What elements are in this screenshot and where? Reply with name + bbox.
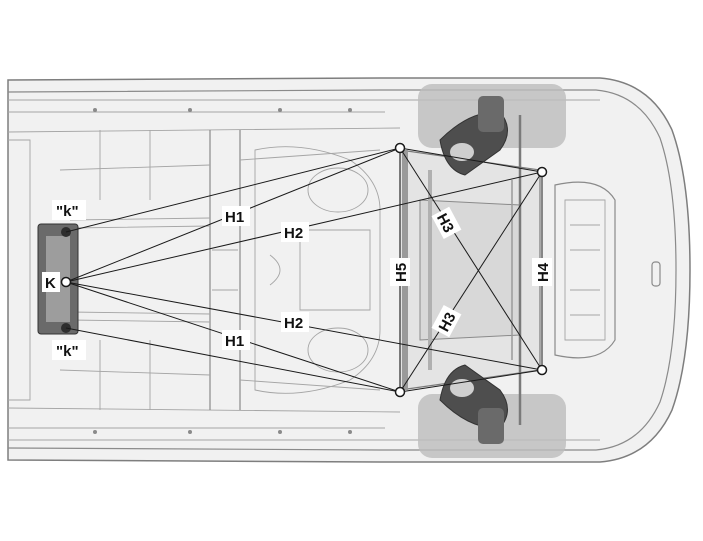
label-h4: H4 — [535, 262, 552, 282]
point-front-left — [394, 142, 406, 154]
label-k-bottom: "k" — [56, 343, 79, 360]
vehicle-body — [7, 77, 691, 463]
label-h2-top: H2 — [284, 225, 303, 242]
point-k — [60, 276, 72, 288]
label-h5: H5 — [393, 263, 410, 282]
rear-bottom-line — [399, 369, 543, 393]
point-front-right — [394, 386, 406, 398]
label-h1-top: H1 — [225, 209, 244, 226]
label-h2-bottom: H2 — [284, 315, 303, 332]
h3-diag-1 — [399, 147, 543, 371]
label-K: K — [45, 275, 56, 292]
label-h1-bottom: H1 — [225, 333, 244, 350]
k-bottom-line — [65, 327, 401, 393]
rear-top-line — [399, 147, 543, 173]
measure-points — [60, 142, 548, 398]
label-k-top: "k" — [56, 203, 79, 220]
labels: "k" "k" K H1 H1 H2 H2 H3 H3 H4 H5 — [42, 200, 552, 360]
point-rear-left — [536, 166, 548, 178]
k-top-line — [65, 147, 401, 233]
point-rear-right — [536, 364, 548, 376]
h3-diag-2 — [399, 171, 543, 393]
rear-subframe — [399, 96, 541, 444]
